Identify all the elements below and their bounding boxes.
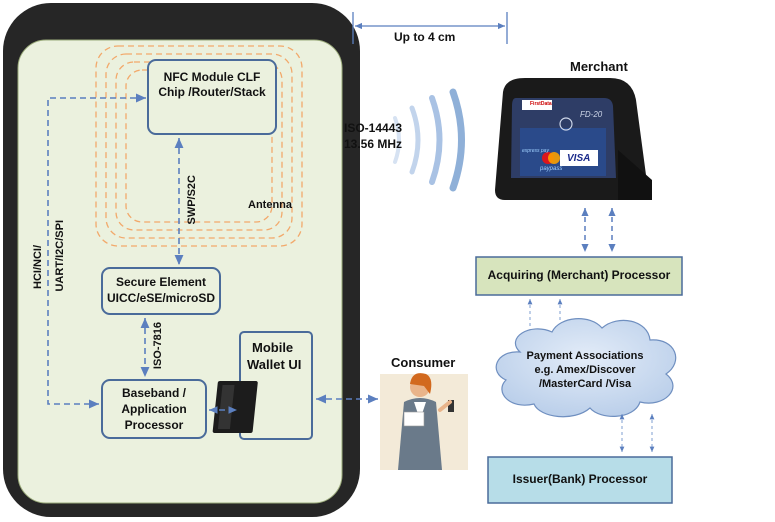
associations-label-3: /MasterCard /Visa (538, 378, 632, 390)
frequency-label: 13.56 MHz (344, 137, 403, 151)
merchant-terminal (495, 78, 652, 200)
baseband-label-3: Processor (124, 418, 184, 432)
secure-element-label-1: Secure Element (115, 275, 207, 289)
nfc-module-box (147, 59, 277, 135)
consumer-figure (380, 373, 468, 470)
baseband-label-2: Application (121, 402, 187, 416)
wallet-device-image (212, 381, 258, 433)
hci-connector (47, 93, 146, 409)
wallet-label-2: Wallet UI (247, 357, 302, 372)
issuer-label: Issuer(Bank) Processor (512, 472, 648, 486)
nfc-module-label: NFC Module CLF Chip /Router/Stack (158, 70, 266, 99)
issuer-box (487, 456, 673, 504)
secure-element-label-2: UICC/eSE/microSD (106, 291, 216, 305)
associations-label-1: Payment Associations (526, 350, 644, 362)
terminal-brand: FirstData (530, 101, 552, 107)
associations-label-2: e.g. Amex/Discover (534, 364, 636, 376)
merchant-label: Merchant (570, 59, 628, 74)
consumer-label: Consumer (391, 355, 456, 370)
payment-associations-cloud (495, 318, 677, 418)
iso7816-label: ISO-7816 (152, 322, 164, 370)
visa-logo: VISA (567, 153, 591, 164)
iso-14443-label: ISO-14443 (344, 121, 403, 135)
baseband-label-1: Baseband / (121, 386, 187, 400)
antenna-label: Antenna (248, 199, 292, 211)
acquiring-label: Acquiring (Merchant) Processor (487, 268, 671, 282)
terminal-model: FD-20 (580, 110, 603, 119)
swp-label: SWP/S2C (186, 175, 198, 225)
uart-label: UART/I2C/SPI (54, 220, 66, 292)
hci-label: HCI/NCI/ (32, 245, 44, 289)
paypass-logo: paypass (540, 166, 563, 172)
distance-marker (352, 12, 508, 44)
acquiring-box (475, 256, 683, 296)
expresspay-logo: express pay (522, 148, 549, 154)
distance-label: Up to 4 cm (394, 30, 456, 44)
wallet-label-1: Mobile (252, 340, 294, 355)
nfc-waves (393, 88, 465, 192)
